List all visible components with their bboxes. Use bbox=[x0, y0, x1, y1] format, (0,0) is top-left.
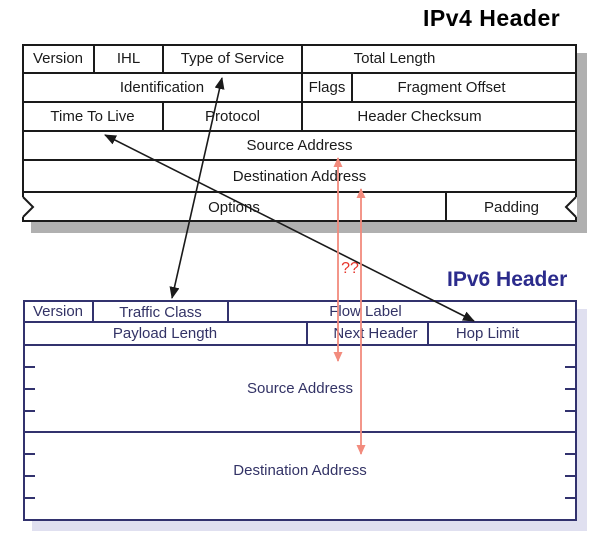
ipv4-field-identification: Identification bbox=[119, 79, 205, 96]
ipv4-header-title: IPv4 Header bbox=[423, 5, 561, 31]
ipv6-field-version: Version bbox=[32, 302, 84, 320]
ipv4-field-version: Version bbox=[32, 50, 84, 67]
ipv4-field-header-checksum: Header Checksum bbox=[357, 108, 482, 125]
ipv4-field-type-of-service: Type of Service bbox=[180, 50, 285, 67]
ipv6-field-flow-label: Flow Label bbox=[329, 302, 402, 320]
ipv4-field-protocol: Protocol bbox=[204, 108, 261, 125]
ipv6-field-destination-address: Destination Address bbox=[233, 462, 367, 479]
ipv4-field-padding: Padding bbox=[483, 198, 540, 216]
ipv4-field-total-length: Total Length bbox=[353, 50, 436, 67]
ipv4-field-destination-address: Destination Address bbox=[232, 167, 367, 185]
ipv4-field-options: Options bbox=[208, 198, 260, 216]
ipv6-field-payload-length: Payload Length bbox=[112, 325, 218, 342]
question-marks-label: ?? bbox=[341, 260, 359, 277]
ipv6-header-title: IPv6 Header bbox=[447, 268, 568, 291]
ipv4-field-time-to-live: Time To Live bbox=[50, 108, 135, 125]
ipv6-field-source-address: Source Address bbox=[247, 380, 353, 397]
ipv4-field-flags: Flags bbox=[308, 79, 346, 96]
ipv4-field-ihl: IHL bbox=[116, 50, 141, 67]
ipv6-field-hop-limit: Hop Limit bbox=[455, 325, 520, 342]
ipv6-field-next-header: Next Header bbox=[333, 325, 418, 342]
ipv6-field-traffic-class: Traffic Class bbox=[119, 303, 202, 321]
ipv4-field-fragment-offset: Fragment Offset bbox=[397, 79, 506, 96]
ipv4-field-source-address: Source Address bbox=[246, 137, 353, 154]
